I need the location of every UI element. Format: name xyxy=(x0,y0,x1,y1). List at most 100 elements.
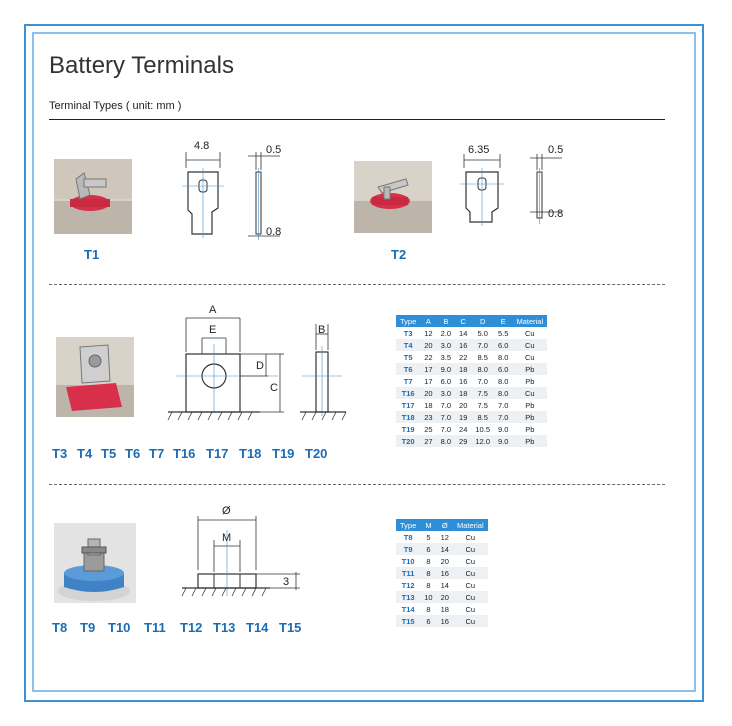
dim-phi-label: Ø xyxy=(222,505,231,517)
label-t10: T10 xyxy=(108,620,131,635)
table-cell: 20 xyxy=(440,556,449,566)
table-cell: 12 xyxy=(424,328,433,338)
table-cell: 18 xyxy=(455,363,472,375)
label-t8: T8 xyxy=(52,620,68,635)
table-cell: 7.0 xyxy=(494,411,513,423)
label-t20: T20 xyxy=(305,446,328,461)
table-cell-type: T16 xyxy=(396,387,421,399)
table-cell: 19 xyxy=(455,411,472,423)
label-t7: T7 xyxy=(149,446,165,461)
dim-h-label: 3 xyxy=(283,576,290,588)
table-cell: 7.0 xyxy=(477,376,488,386)
title-rule xyxy=(49,119,665,120)
table-cell: 12.0 xyxy=(471,435,494,447)
t1-label: T1 xyxy=(84,247,100,262)
col-type: Type xyxy=(396,315,421,327)
col-phi: Ø xyxy=(436,519,453,531)
page-subtitle: Terminal Types ( unit: mm ) xyxy=(49,100,182,112)
table-cell-type: T6 xyxy=(396,363,421,375)
divider-1 xyxy=(49,284,665,285)
table-cell: 9.0 xyxy=(498,424,509,434)
label-t12: T12 xyxy=(180,620,203,635)
table-cell: 17 xyxy=(420,363,437,375)
label-t18: T18 xyxy=(239,446,262,461)
table-cell-type: T18 xyxy=(396,411,421,423)
table-cell: Cu xyxy=(512,387,548,399)
table-cell: 20 xyxy=(420,339,437,351)
table-cell: 12 xyxy=(440,532,449,542)
table-cell: 20 xyxy=(436,591,453,603)
table-cell: 8.0 xyxy=(471,363,494,375)
table-cell: 8 xyxy=(426,604,431,614)
table-cell: Cu xyxy=(465,532,476,542)
outer-frame xyxy=(24,24,704,702)
col-m: M xyxy=(420,519,437,531)
table-cell: 14 xyxy=(459,328,468,338)
table-cell: 8.5 xyxy=(477,352,488,362)
table-cell-type: T15 xyxy=(396,615,421,627)
label-t11: T11 xyxy=(144,620,166,635)
table-cell: 7.0 xyxy=(436,411,456,423)
col-d: D xyxy=(471,315,494,327)
table-cell: 8 xyxy=(420,567,437,579)
table-cell: Cu xyxy=(465,604,476,614)
t8-drawing xyxy=(181,516,300,597)
table-cell: 6.0 xyxy=(494,339,513,351)
table-cell-type: T17 xyxy=(401,400,415,410)
table-cell: 22 xyxy=(424,352,433,362)
table-cell-type: T5 xyxy=(403,352,413,362)
table-cell: 10 xyxy=(420,591,437,603)
table-cell: 27 xyxy=(420,435,437,447)
table-cell-type: T14 xyxy=(401,604,415,614)
t2-side-drawing xyxy=(530,154,562,224)
table-cell: 6 xyxy=(420,543,437,555)
table-cell: Pb xyxy=(525,400,535,410)
t2-width-dim: 6.35 xyxy=(468,144,490,156)
table-cell: Cu xyxy=(524,352,535,362)
t3-t20-photo xyxy=(56,337,134,417)
table-cell: 29 xyxy=(455,435,472,447)
inner-frame xyxy=(32,32,696,692)
label-t3: T3 xyxy=(52,446,68,461)
label-t16: T16 xyxy=(173,446,196,461)
table-cell: 7.5 xyxy=(477,400,488,410)
table-cell: 8.0 xyxy=(494,387,513,399)
table-cell: 24 xyxy=(459,424,468,434)
table-cell: Cu xyxy=(465,580,476,590)
table-cell: 20 xyxy=(420,387,437,399)
table-cell: 7.0 xyxy=(498,400,509,410)
table-cell: Cu xyxy=(465,556,476,566)
t2-thick-top: 0.5 xyxy=(548,144,564,156)
table-cell-type: T10 xyxy=(401,556,415,566)
table-cell-type: T12 xyxy=(401,580,415,590)
table-cell: 14 xyxy=(436,543,453,555)
table-cell: 8.0 xyxy=(498,376,509,386)
table-cell: 7.0 xyxy=(440,424,452,434)
label-t19: T19 xyxy=(272,446,295,461)
table-cell: 16 xyxy=(436,615,453,627)
table-cell: Pb xyxy=(512,435,548,447)
label-t5: T5 xyxy=(101,446,117,461)
t2-thick-bottom: 0.8 xyxy=(548,208,564,220)
table-cell-type: T11 xyxy=(396,567,421,579)
table-cell-type: T3 xyxy=(403,328,413,338)
table-cell: 18 xyxy=(440,604,449,614)
table-cell: Cu xyxy=(452,591,488,603)
dim-e-label: E xyxy=(209,324,217,336)
dim-a-label: A xyxy=(209,304,217,316)
table-cell: 3.5 xyxy=(440,352,452,362)
table-cell: Pb xyxy=(512,363,548,375)
dim-b-label: B xyxy=(318,324,326,336)
t2-label: T2 xyxy=(391,247,407,262)
table-cell: 5.0 xyxy=(477,328,488,338)
t1-thick-top: 0.5 xyxy=(266,144,282,156)
